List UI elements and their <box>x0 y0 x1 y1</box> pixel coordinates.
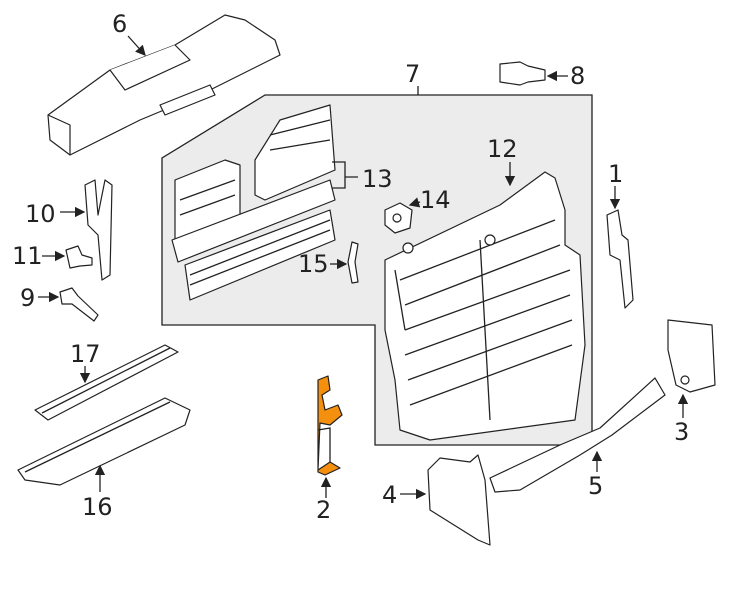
label-6: 6 <box>112 10 127 38</box>
label-11: 11 <box>12 242 43 270</box>
part-17-seal[interactable] <box>34 344 179 421</box>
part-1-bracket[interactable] <box>606 209 634 309</box>
label-15: 15 <box>298 250 329 278</box>
label-9: 9 <box>20 284 35 312</box>
part-10-bracket[interactable] <box>84 179 113 281</box>
label-17: 17 <box>70 340 101 368</box>
label-14: 14 <box>420 186 451 214</box>
label-3: 3 <box>674 418 689 446</box>
part-6-upper-cover[interactable] <box>47 14 281 156</box>
part-16-deflector[interactable] <box>17 397 191 486</box>
part-3-side-panel[interactable] <box>667 319 716 393</box>
part-8-push-pin[interactable] <box>499 61 546 86</box>
label-16: 16 <box>82 493 113 521</box>
part-13-shutter-vanes[interactable] <box>171 104 336 301</box>
label-4: 4 <box>382 481 397 509</box>
part-15-seal[interactable] <box>347 241 359 284</box>
label-2: 2 <box>316 496 331 524</box>
label-8: 8 <box>570 62 585 90</box>
part-4-air-guide[interactable] <box>427 454 491 546</box>
label-13: 13 <box>362 165 393 193</box>
part-14-clip[interactable] <box>384 202 413 234</box>
label-7: 7 <box>405 60 420 88</box>
part-9-bolt[interactable] <box>59 287 99 322</box>
part-12-shutter-frame[interactable] <box>384 171 586 441</box>
label-12: 12 <box>487 135 518 163</box>
part-2-bracket-highlighted[interactable] <box>317 375 343 476</box>
label-5: 5 <box>588 472 603 500</box>
label-10: 10 <box>25 200 56 228</box>
part-5-lower-deflector[interactable] <box>489 377 666 493</box>
label-1: 1 <box>608 160 623 188</box>
part-11-screw[interactable] <box>65 245 93 269</box>
